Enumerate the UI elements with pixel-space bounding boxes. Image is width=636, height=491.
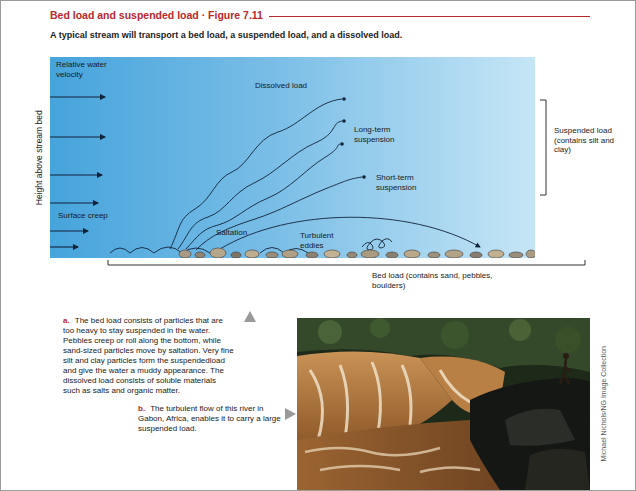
process-label: Short-term suspension <box>376 173 442 192</box>
panel-letter: b. <box>138 404 145 413</box>
process-label: Long-term suspension <box>354 125 418 144</box>
pebbles <box>179 248 535 258</box>
load-label: Dissolved load <box>255 81 345 91</box>
pointer-triangle <box>244 311 256 322</box>
figure-caption: A typical stream will transport a bed lo… <box>50 30 590 41</box>
river-photo <box>297 318 590 490</box>
velocity-arrows <box>50 97 105 247</box>
title-rule <box>269 16 590 17</box>
process-label: Saltation <box>216 228 266 238</box>
bracket <box>108 260 585 265</box>
photo-credit: Michael Nichols/NG Image Collection <box>599 318 609 490</box>
figure-header: Bed load and suspended load · Figure 7.1… <box>50 9 590 21</box>
bracket-label: Suspended load (contains silt and clay) <box>554 126 630 155</box>
figure-title: Bed load and suspended load · Figure 7.1… <box>50 9 269 21</box>
process-label: Surface creep <box>58 211 128 221</box>
caption-block: b. The turbulent flow of this river in G… <box>138 404 284 434</box>
caption-text: The bed load consists of particles that … <box>63 316 234 395</box>
axis-label: Relative water velocity <box>56 60 126 79</box>
water-column-panel: Relative water velocityDissolved loadLon… <box>50 57 535 258</box>
caption-text: The turbulent flow of this river in Gabo… <box>138 404 281 433</box>
process-label: Turbulent eddies <box>300 231 354 250</box>
pointer-triangle <box>285 408 296 420</box>
panel-letter: a. <box>63 316 70 325</box>
bracket <box>540 100 546 195</box>
bracket-label: Bed load (contains sand, pebbles, boulde… <box>372 271 496 290</box>
caption-block: a. The bed load consists of particles th… <box>63 316 235 396</box>
axis-label: Height above stream bed <box>35 83 45 233</box>
particle-paths <box>110 99 480 253</box>
